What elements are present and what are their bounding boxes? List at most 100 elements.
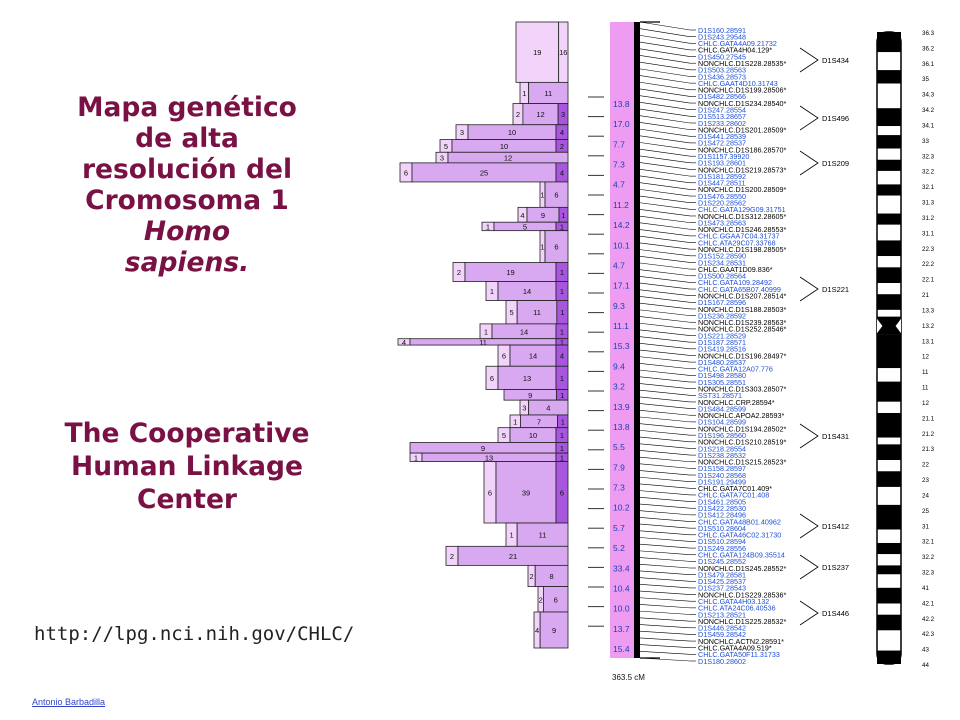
- centromere-right: [894, 317, 902, 335]
- bar-right-value: 1: [560, 222, 564, 231]
- marker-label: D1S247.28554: [698, 106, 746, 115]
- marker-connector: [639, 503, 691, 509]
- author-link[interactable]: Antonio Barbadilla: [32, 697, 106, 707]
- chromosome-band: [877, 170, 901, 185]
- chromosome-band: [877, 316, 901, 335]
- bar-left-value: 5: [444, 142, 448, 151]
- bar-middle-value: 8: [550, 572, 554, 581]
- marker-connector: [639, 155, 691, 164]
- marker-label: D1S459.28542: [698, 630, 746, 639]
- marker-label: D1S513.28657: [698, 112, 746, 121]
- bar-middle-cell: [539, 611, 569, 649]
- marker-connector: [639, 369, 691, 376]
- interval-cm-value: 7.9: [613, 462, 625, 472]
- band-label: 44: [922, 662, 929, 669]
- marker-connector: [639, 202, 691, 210]
- marker-label: D1S480.28537: [698, 358, 746, 367]
- marker-label: CHLC.GATA50F11.31733: [698, 650, 780, 659]
- interval-cm-value: 33.4: [613, 563, 630, 573]
- band-label: 42.1: [922, 600, 935, 607]
- bar-left-value: 2: [516, 110, 520, 119]
- marker-label: D1S249.28556: [698, 544, 746, 553]
- marker-label: D1S482.28566: [698, 92, 746, 101]
- source-url[interactable]: http://lpg.nci.nih.gov/CHLC/: [34, 623, 355, 645]
- marker-label: CHLC.GAAT4D10.31743: [698, 79, 778, 88]
- bar-middle-value: 12: [504, 154, 512, 163]
- bar-left-value: 6: [502, 352, 506, 361]
- marker-connector: [639, 517, 691, 522]
- bar-left-value: 1: [484, 327, 488, 336]
- band-label: 31.3: [922, 200, 935, 207]
- marker-connector: [639, 75, 691, 84]
- locus-label: D1S496: [822, 114, 849, 123]
- interval-cm-value: 14.2: [613, 220, 630, 230]
- marker-connector: [639, 175, 691, 184]
- marker-label: CHLC.GAAT1D09.836*: [698, 265, 773, 274]
- marker-connector: [639, 235, 691, 243]
- marker-label: NONCHLC.D1S219.28573*: [698, 165, 786, 174]
- bar-middle-value: 5: [523, 222, 527, 231]
- chromosome-band: [877, 70, 901, 84]
- chromosome-band: [877, 381, 901, 402]
- bar-left-value: 4: [535, 626, 539, 635]
- marker-connector: [639, 102, 691, 111]
- marker-label: NONCHLC.APOA2.28593*: [698, 411, 784, 420]
- marker-connector: [639, 617, 691, 622]
- bar-right-value: 2: [560, 142, 564, 151]
- marker-label: CHLC.GATA65B07.40999: [698, 285, 781, 294]
- interval-cm-value: 7.7: [613, 139, 625, 149]
- band-label: 32.1: [922, 539, 935, 546]
- locus-label: D1S446: [822, 609, 849, 618]
- marker-connector: [639, 630, 691, 635]
- chromosome-band: [877, 542, 901, 555]
- marker-label: D1S193.28601: [698, 159, 746, 168]
- chromosome-band: [877, 444, 901, 461]
- marker-label: CHLC.GATA48B01.40962: [698, 517, 781, 526]
- marker-connector: [639, 584, 691, 589]
- chromosome-band: [877, 614, 901, 631]
- marker-label: D1S160.28591: [698, 26, 746, 35]
- title-line-1: Mapa genético: [77, 92, 297, 123]
- bar-left-value: 6: [488, 488, 492, 497]
- marker-label: CHLC.GGAA7C04.31737: [698, 232, 780, 241]
- bar-left-value: 2: [539, 595, 543, 604]
- marker-label: D1S479.28581: [698, 570, 746, 579]
- bar-right-value: 1: [560, 287, 564, 296]
- interval-cm-value: 11.2: [613, 200, 629, 210]
- chromosome-band: [877, 486, 901, 505]
- marker-label: D1S500.28564: [698, 272, 746, 281]
- marker-connector: [639, 651, 691, 655]
- marker-connector: [639, 463, 691, 469]
- center-line-3: Center: [137, 484, 237, 515]
- marker-label: NONCHLC.D1S194.28502*: [698, 424, 786, 433]
- marker-label: CHLC.GATA7C01.408: [698, 491, 769, 500]
- locus-label: D1S221: [822, 285, 849, 294]
- bar-middle-value: 12: [536, 110, 544, 119]
- marker-connector: [639, 249, 691, 257]
- chromosome-band: [877, 368, 901, 382]
- marker-label: D1S422.28530: [698, 504, 746, 513]
- marker-label: D1S220.28562: [698, 198, 746, 207]
- chromosome-band: [877, 195, 901, 214]
- chromosome-band: [877, 603, 901, 615]
- marker-connector: [639, 550, 691, 556]
- marker-label: SST31.28571: [698, 391, 742, 400]
- marker-connector: [639, 490, 691, 496]
- interval-cm-value: 15.4: [613, 644, 630, 654]
- marker-connector: [639, 55, 691, 64]
- linkage-map-axis: [634, 22, 640, 658]
- marker-connector: [639, 81, 691, 91]
- marker-label: NONCHLC.D1S207.28514*: [698, 291, 786, 300]
- bar-left-value: 6: [404, 168, 408, 177]
- marker-label: CHLC.ATA24C06.40536: [698, 604, 776, 613]
- interval-cm-value: 4.7: [613, 180, 625, 190]
- marker-label: NONCHLC.D1S215.28523*: [698, 458, 786, 467]
- bar-right-value: 1: [561, 211, 565, 220]
- chromosome-band: [877, 460, 901, 472]
- chromosome-band: [877, 554, 901, 566]
- interval-cm-value: 13.8: [613, 99, 630, 109]
- chromosome-band: [877, 126, 901, 136]
- marker-label: CHLC.GATA4H03.132: [698, 597, 769, 606]
- marker-connector: [639, 282, 691, 290]
- marker-connector: [639, 403, 691, 409]
